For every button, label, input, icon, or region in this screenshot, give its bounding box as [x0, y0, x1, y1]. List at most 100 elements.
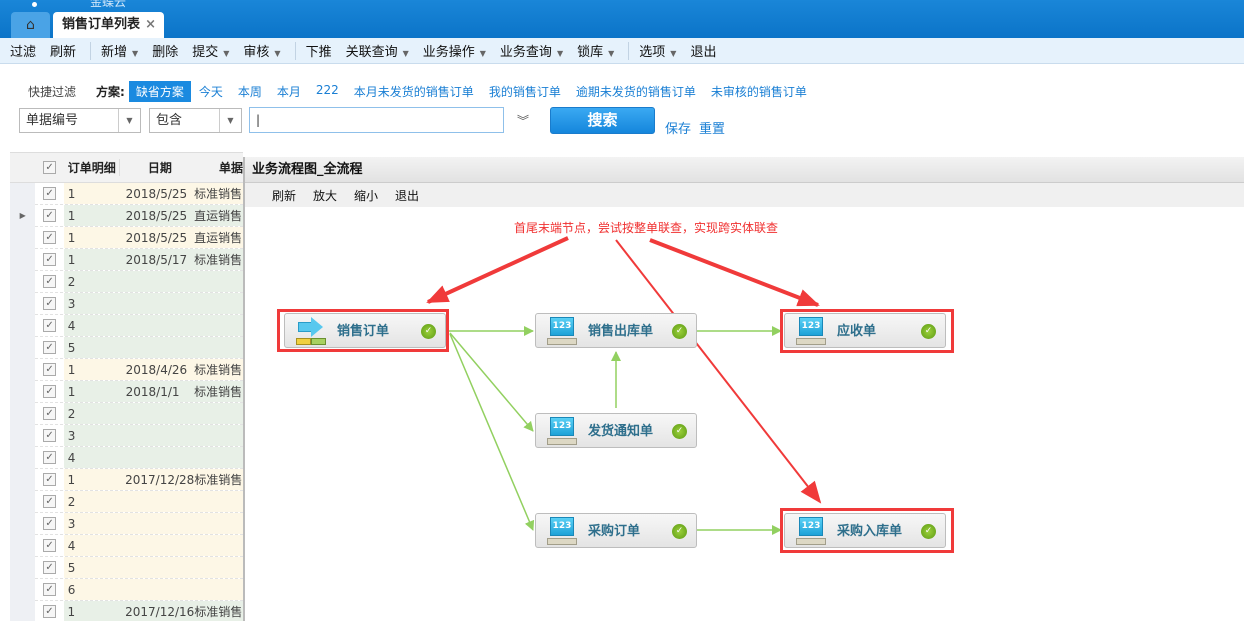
row-checkbox[interactable]: ✓: [35, 403, 64, 424]
toolbar-button[interactable]: 刷新: [50, 41, 76, 60]
reset-link[interactable]: 重置: [699, 122, 726, 137]
chevron-down-icon[interactable]: ▼: [274, 49, 281, 58]
row-checkbox[interactable]: ✓: [35, 513, 64, 534]
toolbar-button[interactable]: 删除: [152, 41, 178, 60]
toolbar-button[interactable]: 退出: [690, 41, 716, 60]
cell-date: 2018/5/25: [119, 205, 195, 226]
table-row[interactable]: ✓ 3: [10, 292, 243, 315]
table-row[interactable]: ✓ 4: [10, 534, 243, 557]
filter-operator-select[interactable]: 包含▼: [149, 108, 242, 133]
toolbar-button[interactable]: 锁库▼: [577, 41, 614, 60]
scheme-option[interactable]: 本周: [237, 85, 262, 99]
row-indicator: [10, 446, 36, 469]
chevron-down-icon[interactable]: ▼: [132, 49, 139, 58]
row-checkbox[interactable]: ✓: [35, 205, 64, 226]
toolbar-button[interactable]: 新增▼: [101, 41, 138, 60]
table-row[interactable]: ✓ 4: [10, 314, 243, 337]
scheme-option[interactable]: 222: [315, 83, 339, 97]
scheme-option[interactable]: 本月: [276, 85, 301, 99]
toolbar-button[interactable]: 审核▼: [243, 41, 280, 60]
scheme-option[interactable]: 今天: [198, 85, 223, 99]
table-row[interactable]: ✓ 2: [10, 402, 243, 425]
table-row[interactable]: ✓ 3: [10, 424, 243, 447]
tab-sales-order-list[interactable]: 销售订单列表 ×: [53, 12, 164, 38]
chevron-down-icon[interactable]: ▼: [479, 49, 486, 58]
row-checkbox[interactable]: ✓: [35, 315, 64, 336]
row-checkbox[interactable]: ✓: [35, 491, 64, 512]
save-link[interactable]: 保存: [665, 122, 692, 137]
chevron-down-icon[interactable]: ▼: [670, 49, 677, 58]
table-row[interactable]: ✓ 5: [10, 336, 243, 359]
table-row[interactable]: ✓ 1 2018/1/1 标准销售: [10, 380, 243, 403]
home-tab[interactable]: ⌂: [11, 12, 50, 38]
toolbar-button[interactable]: 提交▼: [192, 41, 229, 60]
table-row[interactable]: ✓ 1 2018/5/17 标准销售: [10, 248, 243, 271]
scheme-option[interactable]: 未审核的销售订单: [710, 85, 807, 99]
node-sales-order[interactable]: 销售订单 ✓: [284, 313, 446, 348]
row-checkbox[interactable]: ✓: [35, 447, 64, 468]
table-row[interactable]: ✓ 1 2018/5/25 直运销售: [10, 226, 243, 249]
menu-zoom-out[interactable]: 缩小: [354, 188, 379, 203]
node-delivery-notice[interactable]: 123 发货通知单 ✓: [535, 413, 697, 448]
dialog-title[interactable]: 业务流程图_全流程: [245, 157, 1244, 183]
cell-doc-type: 标准销售: [194, 183, 243, 204]
toolbar-button[interactable]: 选项▼: [639, 41, 676, 60]
chevron-down-icon[interactable]: ▼: [223, 49, 230, 58]
chevron-down-icon[interactable]: ▼: [608, 49, 615, 58]
table-row[interactable]: ✓ 3: [10, 512, 243, 535]
row-checkbox[interactable]: ✓: [35, 183, 64, 204]
toolbar-button[interactable]: 关联查询▼: [346, 41, 409, 60]
chevron-down-icon[interactable]: ▼: [556, 49, 564, 58]
menu-exit[interactable]: 退出: [395, 188, 420, 203]
table-row[interactable]: ✓ 1 2017/12/28 标准销售: [10, 468, 243, 491]
menu-refresh[interactable]: 刷新: [272, 188, 297, 203]
table-row[interactable]: ✓ 1 2018/5/25 标准销售: [10, 182, 243, 205]
close-icon[interactable]: ×: [145, 17, 156, 32]
toolbar-button[interactable]: 下推: [306, 41, 332, 60]
scheme-option[interactable]: 我的销售订单: [488, 85, 561, 99]
row-checkbox[interactable]: ✓: [35, 579, 64, 600]
search-input[interactable]: |: [249, 107, 504, 133]
table-row[interactable]: ✓ 2: [10, 490, 243, 513]
table-row[interactable]: ✓ 5: [10, 556, 243, 579]
node-purchase-inbound[interactable]: 123 采购入库单 ✓: [784, 513, 946, 548]
chevron-down-icon[interactable]: ▼: [402, 49, 409, 58]
table-row[interactable]: ✓ 4: [10, 446, 243, 469]
node-receivable[interactable]: 123 应收单 ✓: [784, 313, 946, 348]
filter-field-select[interactable]: 单据编号▼: [19, 108, 141, 133]
expand-icon[interactable]: ︾: [517, 114, 530, 128]
row-checkbox[interactable]: ✓: [35, 381, 64, 402]
row-checkbox[interactable]: ✓: [35, 535, 64, 556]
row-checkbox[interactable]: ✓: [35, 557, 64, 578]
table-row[interactable]: ✓ 6: [10, 578, 243, 601]
col-doc-type[interactable]: 单据: [218, 161, 243, 175]
node-purchase-order[interactable]: 123 采购订单 ✓: [535, 513, 697, 548]
row-checkbox[interactable]: ✓: [35, 337, 64, 358]
toolbar-separator: [90, 41, 92, 60]
row-checkbox[interactable]: ✓: [35, 249, 64, 270]
table-row[interactable]: ▶ ✓ 1 2018/5/25 直运销售: [10, 204, 243, 227]
select-all-checkbox[interactable]: ✓: [35, 153, 64, 182]
scheme-option[interactable]: 逾期未发货的销售订单: [575, 85, 696, 99]
toolbar-button[interactable]: 业务查询▼: [500, 41, 563, 60]
row-indicator: [10, 600, 36, 621]
row-checkbox[interactable]: ✓: [35, 293, 64, 314]
col-order-detail[interactable]: 订单明细: [64, 159, 120, 176]
row-checkbox[interactable]: ✓: [35, 425, 64, 446]
menu-zoom-in[interactable]: 放大: [313, 188, 338, 203]
node-sales-outbound[interactable]: 123 销售出库单 ✓: [535, 313, 697, 348]
search-button[interactable]: 搜索: [550, 107, 655, 134]
scheme-option[interactable]: 本月未发货的销售订单: [353, 85, 474, 99]
scheme-default[interactable]: 缺省方案: [128, 81, 191, 102]
row-checkbox[interactable]: ✓: [35, 359, 64, 380]
table-row[interactable]: ✓ 1 2017/12/16 标准销售: [10, 600, 243, 621]
row-checkbox[interactable]: ✓: [35, 227, 64, 248]
table-row[interactable]: ✓ 2: [10, 270, 243, 293]
toolbar-button[interactable]: 业务操作▼: [423, 41, 486, 60]
row-checkbox[interactable]: ✓: [35, 271, 64, 292]
col-date[interactable]: 日期: [147, 161, 172, 175]
table-row[interactable]: ✓ 1 2018/4/26 标准销售: [10, 358, 243, 381]
toolbar-button[interactable]: 过滤: [10, 41, 36, 60]
row-checkbox[interactable]: ✓: [35, 469, 64, 490]
row-checkbox[interactable]: ✓: [35, 601, 64, 621]
